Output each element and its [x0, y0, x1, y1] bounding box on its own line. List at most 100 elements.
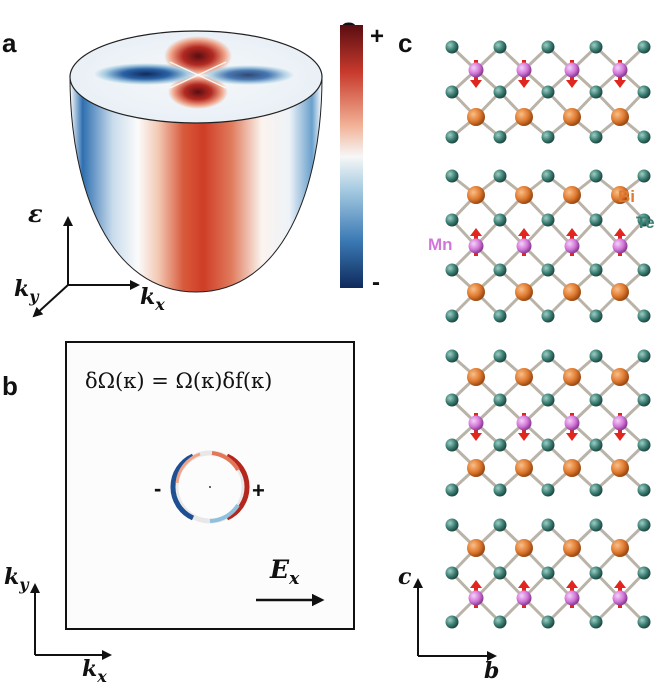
energy-axis-label: ε [28, 199, 43, 228]
atom-te [589, 85, 603, 99]
atom-te [637, 85, 651, 99]
colorbar-min-label: - [372, 269, 380, 296]
atom-bi [515, 283, 533, 301]
atom-te [541, 349, 555, 363]
atom-te [493, 518, 507, 532]
atom-mn [612, 62, 628, 78]
atom-te [589, 169, 603, 183]
fermi-surface-frame [65, 341, 355, 630]
species-label-te: Te [636, 213, 655, 232]
atom-te [541, 615, 555, 629]
atom-te [637, 349, 651, 363]
kx-axis-label-a: kx [140, 284, 165, 314]
curvature-lobe-bottom [168, 75, 228, 109]
curvature-lobe-left [94, 63, 198, 85]
atom-mn [564, 62, 580, 78]
atom-bi [467, 108, 485, 126]
spin-arrow-head [614, 80, 626, 88]
atom-te [541, 40, 555, 54]
atom-te [589, 438, 603, 452]
ky-axis-label-a: ky [14, 276, 40, 306]
species-label-mn: Mn [428, 235, 453, 254]
atom-mn [612, 415, 628, 431]
atom-te [589, 263, 603, 277]
electric-field-indicator: Ex [256, 555, 325, 607]
atom-mn [516, 590, 532, 606]
atom-bi [611, 186, 629, 204]
atom-te [541, 483, 555, 497]
mnbi2te4-crystal-structure [445, 40, 651, 629]
panel-c-axes: c b [398, 564, 499, 684]
colorbar-max-label: + [370, 23, 384, 50]
atom-te [445, 349, 459, 363]
atom-bi [563, 539, 581, 557]
atom-te [493, 40, 507, 54]
atom-mn [564, 415, 580, 431]
atom-te [637, 566, 651, 580]
atom-te [445, 85, 459, 99]
atom-te [541, 393, 555, 407]
atom-mn [468, 238, 484, 254]
atom-te [445, 130, 459, 144]
atom-bi [467, 539, 485, 557]
atom-te [589, 393, 603, 407]
atom-te [637, 615, 651, 629]
atom-te [541, 518, 555, 532]
spin-arrow-head [470, 433, 482, 441]
atom-te [589, 213, 603, 227]
atom-bi [515, 539, 533, 557]
atom-te [445, 263, 459, 277]
atom-te [637, 518, 651, 532]
spin-arrow-head [518, 580, 530, 588]
ring-negative-sign: - [154, 476, 161, 501]
c-axis-label: c [398, 564, 412, 590]
atom-mn [516, 62, 532, 78]
spin-arrow-head [518, 80, 530, 88]
atom-mn [516, 415, 532, 431]
atom-bi [611, 108, 629, 126]
spin-arrow-head [614, 433, 626, 441]
atom-te [637, 213, 651, 227]
atom-bi [611, 539, 629, 557]
atom-te [589, 615, 603, 629]
atom-te [445, 566, 459, 580]
atom-te [637, 483, 651, 497]
atom-te [493, 438, 507, 452]
atom-te [445, 309, 459, 323]
panel-a-label: a [2, 28, 17, 58]
colorbar-gradient [340, 25, 363, 288]
atom-bi [467, 368, 485, 386]
atom-bi [611, 283, 629, 301]
atom-te [589, 130, 603, 144]
atom-te [589, 40, 603, 54]
atom-te [637, 169, 651, 183]
atom-te [445, 615, 459, 629]
atom-bi [563, 459, 581, 477]
curvature-lobe-right [202, 65, 294, 85]
atom-bi [611, 368, 629, 386]
berry-curvature-bowl [69, 30, 323, 293]
spin-arrow-head [566, 433, 578, 441]
ky-axis-label-b: ky [4, 564, 30, 594]
atom-te [445, 483, 459, 497]
atom-te [445, 169, 459, 183]
spin-arrow-head [566, 580, 578, 588]
atom-te [445, 213, 459, 227]
atom-bi [563, 368, 581, 386]
atom-mn [516, 238, 532, 254]
spin-arrow-head [614, 580, 626, 588]
atom-te [493, 483, 507, 497]
atom-bi [563, 283, 581, 301]
b-axis-label: b [484, 658, 499, 684]
spin-arrow-head [470, 228, 482, 236]
atom-te [493, 213, 507, 227]
atom-mn [612, 238, 628, 254]
atom-bi [611, 459, 629, 477]
ring-positive-sign: + [252, 478, 265, 503]
atom-te [445, 518, 459, 532]
atom-te [589, 518, 603, 532]
spin-arrow-head [518, 433, 530, 441]
species-label-bi: Bi [618, 187, 635, 206]
atom-te [493, 130, 507, 144]
fermi-ring-negative [170, 453, 195, 521]
